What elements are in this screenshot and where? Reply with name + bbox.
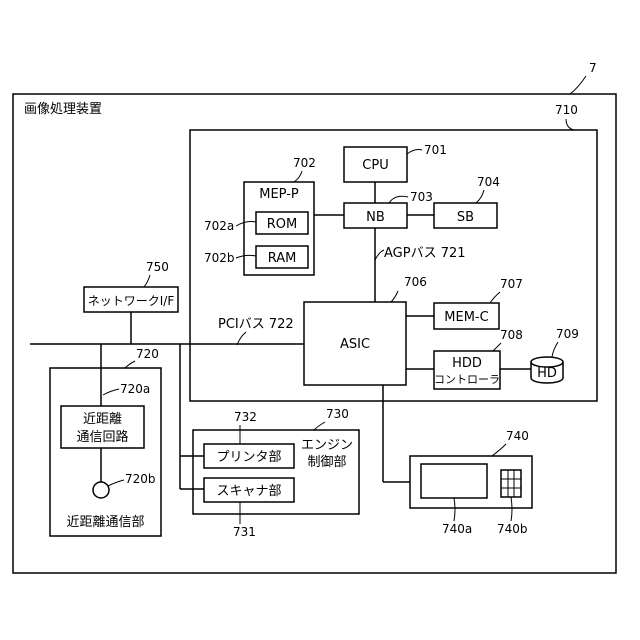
ram-ref: 702b [204, 251, 235, 265]
panel-display-ref: 740a [442, 522, 472, 536]
panel-ref: 740 [506, 429, 529, 443]
pci-bus-label: PCIバス 722 [218, 317, 294, 332]
nfc-unit-label: 近距離通信部 [66, 515, 144, 530]
hdd-controller-ref: 708 [500, 328, 523, 342]
nb-ref: 703 [410, 190, 433, 204]
nfc-circuit-line1: 近距離 [83, 412, 122, 427]
panel-keypad-ref: 740b [497, 522, 528, 536]
asic-ref: 706 [404, 275, 427, 289]
network-if-ref: 750 [146, 260, 169, 274]
engine-ref: 730 [326, 407, 349, 421]
nfc-antenna-ref: 720b [125, 472, 156, 486]
engine-label-line2: 制御部 [307, 455, 346, 470]
mem-c-ref: 707 [500, 277, 523, 291]
nb-ref-leader [389, 196, 408, 203]
nfc-unit-ref: 720 [136, 347, 159, 361]
controller-ref: 710 [555, 103, 578, 117]
apparatus-ref-leader [570, 76, 586, 94]
hd-ref-leader [552, 342, 558, 357]
controller-ref-leader [566, 119, 574, 130]
apparatus-title: 画像処理装置 [24, 102, 102, 117]
panel-display [421, 464, 487, 498]
engine-ref-leader [314, 422, 325, 430]
hdd-controller-line1: HDD [452, 356, 482, 371]
hd-ref: 709 [556, 327, 579, 341]
mep-p-ref: 702 [293, 156, 316, 170]
mem-c-label: MEM-C [444, 310, 488, 325]
sb-label: SB [457, 210, 474, 225]
apparatus-ref: 7 [589, 61, 597, 75]
panel-ref-leader [492, 444, 506, 456]
ram-label: RAM [268, 251, 297, 266]
panel-keypad-ref-leader [511, 497, 512, 521]
scanner-ref: 731 [233, 525, 256, 539]
panel-display-ref-leader [454, 498, 455, 521]
cpu-ref-leader [407, 150, 422, 155]
hdd-controller-ref-leader [493, 343, 501, 351]
hdd-controller-line2: コントローラ [434, 373, 500, 386]
agp-bus-label: AGPバス 721 [384, 246, 466, 261]
antenna-icon [93, 482, 109, 498]
hd-label: HD [537, 366, 557, 381]
nfc-circuit-ref: 720a [120, 382, 150, 396]
agp-bus-leader [375, 250, 384, 260]
scanner-label: スキャナ部 [216, 484, 281, 499]
rom-label: ROM [267, 217, 297, 232]
nfc-unit-ref-leader [125, 361, 135, 368]
mep-p-ref-leader [294, 171, 302, 182]
pci-bus-leader [237, 332, 246, 345]
engine-label-line1: エンジン [301, 438, 353, 453]
cpu-ref: 701 [424, 143, 447, 157]
keypad-icon [501, 470, 521, 497]
sb-ref: 704 [477, 175, 500, 189]
nfc-circuit-line2: 通信回路 [76, 429, 128, 445]
asic-ref-leader [391, 291, 398, 302]
rom-ref: 702a [204, 219, 234, 233]
printer-ref: 732 [234, 410, 257, 424]
cpu-label: CPU [362, 158, 388, 173]
printer-label: プリンタ部 [216, 450, 281, 465]
nb-label: NB [366, 210, 385, 225]
mep-p-label: MEP-P [259, 187, 299, 202]
network-if-ref-leader [144, 275, 150, 287]
asic-label: ASIC [340, 337, 370, 352]
mem-c-ref-leader [490, 292, 500, 303]
network-if-label: ネットワークI/F [88, 294, 175, 308]
sb-ref-leader [476, 190, 484, 203]
